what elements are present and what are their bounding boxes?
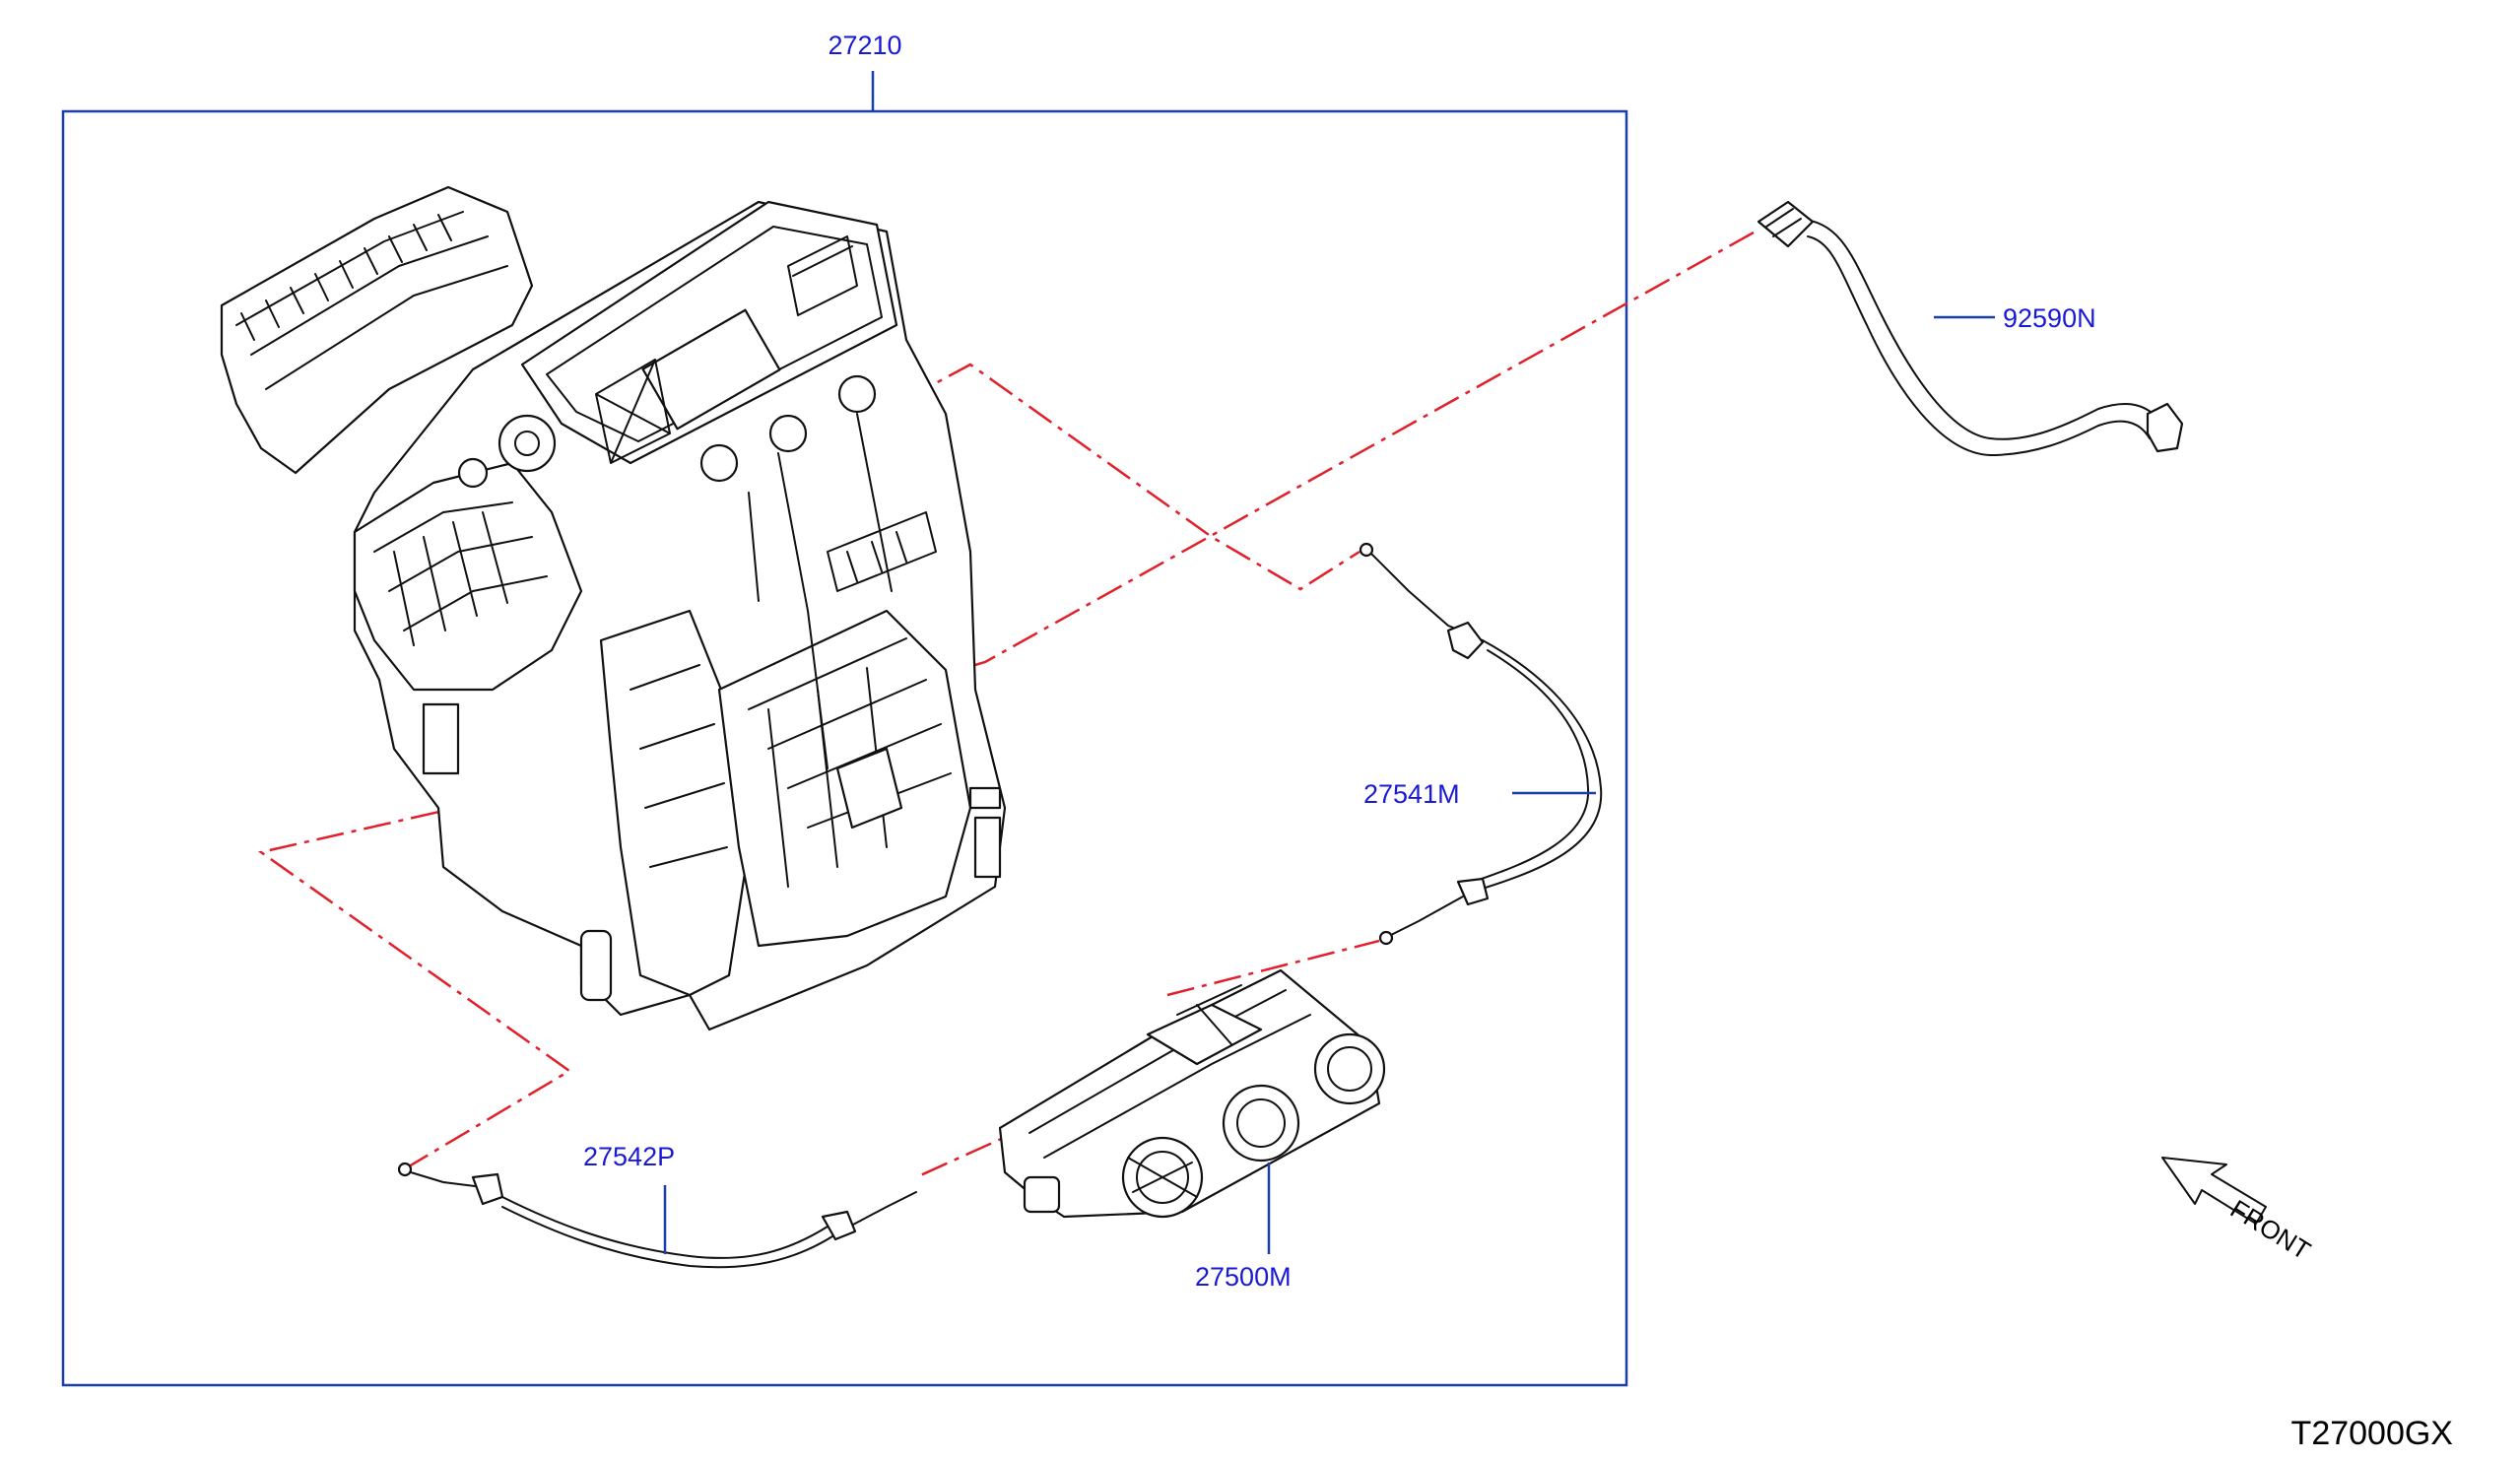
part-label-heater-assembly: 27210 [828, 31, 901, 60]
part-label-cable-lower: 27542P [583, 1142, 675, 1171]
drawing-code: T27000GX [2291, 1415, 2453, 1452]
front-orientation-indicator: FRONT [2161, 1157, 2316, 1266]
front-label: FRONT [2225, 1194, 2316, 1266]
hose-drawing [1757, 200, 2184, 456]
control-unit-drawing [998, 968, 1386, 1254]
cable-lower-drawing [397, 1162, 917, 1269]
part-label-control-unit: 27500M [1195, 1262, 1292, 1292]
phantom-heater-to-cable-upper [905, 363, 1360, 591]
front-arrow-icon [2161, 1157, 2267, 1225]
part-label-cable-upper: 27541M [1363, 779, 1460, 809]
cable-upper-drawing [1359, 542, 1603, 946]
assembly-frame [61, 109, 1628, 1387]
part-label-hose: 92590N [2003, 303, 2096, 333]
heater-unit-drawing [220, 185, 1007, 1031]
phantom-control-to-cable-upper [1166, 939, 1380, 997]
